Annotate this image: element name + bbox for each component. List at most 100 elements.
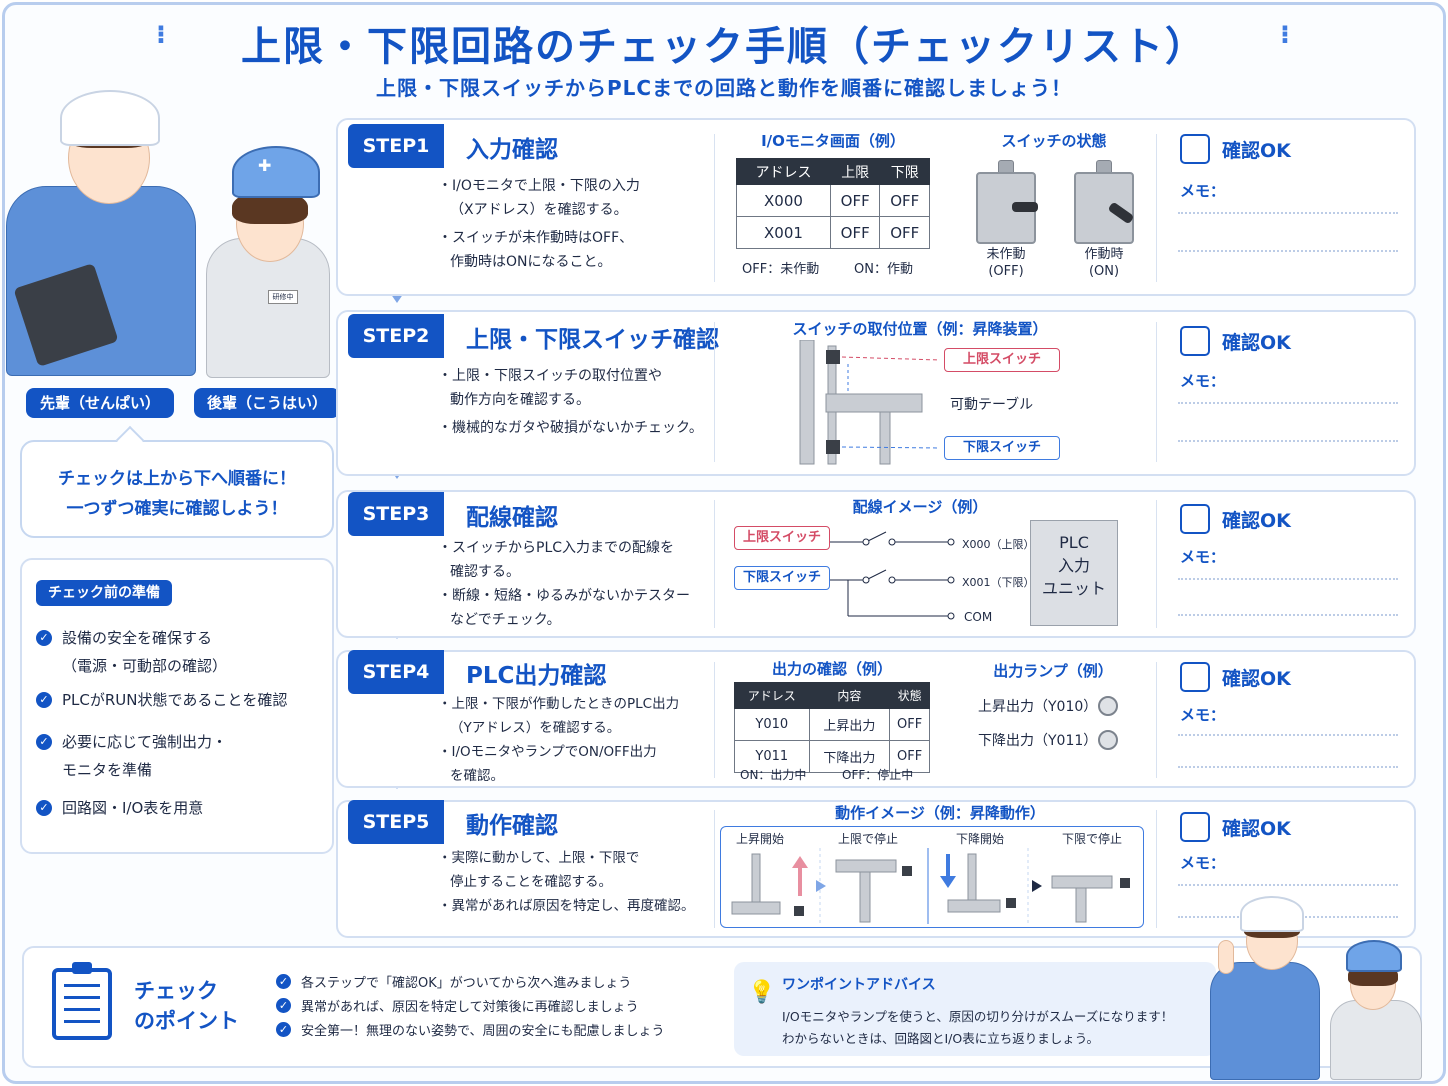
ok-label: 確認OK <box>1222 332 1291 354</box>
memo-line[interactable] <box>1178 734 1398 736</box>
lift-diagram <box>799 340 941 465</box>
step3-badge: STEP3 <box>348 492 444 536</box>
kouhai-label: 後輩（こうはい） <box>194 388 340 418</box>
phase-lift-start <box>731 853 808 916</box>
memo-label: メモ： <box>1180 372 1226 390</box>
divider <box>714 322 715 462</box>
phase-label: 上昇開始 <box>736 832 785 846</box>
prep-item: ✓回路図・I/O表を用意 <box>36 794 203 822</box>
advice-title: ワンポイントアドバイス <box>782 977 936 993</box>
phase-label: 下降開始 <box>956 832 1005 846</box>
step1-ok-checkbox[interactable] <box>1180 134 1210 164</box>
memo-line[interactable] <box>1178 884 1398 886</box>
senpai-label: 先輩（せんぱい） <box>26 388 174 418</box>
lower-switch-label: 下限スイッチ <box>944 436 1060 460</box>
helmet-cross-icon: ✚ <box>258 156 272 175</box>
ok-label: 確認OK <box>1222 510 1291 532</box>
step2-badge: STEP2 <box>348 314 444 358</box>
legend-on: ON：出力中 <box>740 768 807 782</box>
memo-label: メモ： <box>1180 706 1226 724</box>
points-title: チェックのポイント <box>134 979 239 1033</box>
output-check-title: 出力の確認（例） <box>771 660 892 678</box>
operation-image-title: 動作イメージ（例：昇降動作） <box>835 804 1045 822</box>
prep-panel: チェック前の準備 ✓設備の安全を確保する（電源・可動部の確認） ✓PLCがRUN… <box>20 558 334 854</box>
memo-line[interactable] <box>1178 212 1398 214</box>
page-title: 上限・下限回路のチェック手順（チェックリスト） <box>241 24 1207 70</box>
advice-line: わからないときは、回路図とI/O表に立ち返りましょう。 <box>782 1031 1099 1046</box>
divider <box>1156 500 1157 628</box>
step2-ok-checkbox[interactable] <box>1180 326 1210 356</box>
step5-description: ・実際に動かして、上限・下限で停止することを確認する。 ・異常があれば原因を特定… <box>438 850 695 914</box>
step1-description: ・I/Oモニタで上限・下限の入力（Xアドレス）を確認する。 ・スイッチが未作動時… <box>438 178 640 270</box>
name-badge: 研修中 <box>268 290 298 304</box>
lamp-off-icon <box>1098 696 1118 716</box>
step5-ok-checkbox[interactable] <box>1180 812 1210 842</box>
step5-badge: STEP5 <box>348 800 444 844</box>
bubble-line: チェックは上から下へ順番に！ <box>58 469 296 489</box>
wiring-diagram <box>830 531 955 620</box>
step4-description: ・上限・下限が作動したときのPLC出力（Yアドレス）を確認する。 ・I/Oモニタ… <box>438 696 680 784</box>
memo-label: メモ： <box>1180 854 1226 872</box>
wiring-diagram-title: 配線イメージ（例） <box>852 498 988 516</box>
memo-line[interactable] <box>1178 614 1398 616</box>
movable-table-label: 可動テーブル <box>950 397 1034 413</box>
step4-badge: STEP4 <box>348 650 444 694</box>
divider <box>714 134 715 282</box>
prep-item: ✓必要に応じて強制出力・モニタを準備 <box>36 728 227 784</box>
step4-title: PLC出力確認 <box>466 663 607 689</box>
page-subtitle: 上限・下限スイッチからPLCまでの回路と動作を順番に確認しましょう！ <box>375 76 1073 100</box>
point-item: ✓各ステップで「確認OK」がついてから次へ進みましょう <box>276 972 631 991</box>
legend-on: ON：作動 <box>854 262 913 277</box>
check-circle-icon: ✓ <box>276 998 291 1013</box>
step5-title: 動作確認 <box>466 813 558 839</box>
lightbulb-icon: 💡 <box>748 980 776 1005</box>
step4-ok-checkbox[interactable] <box>1180 662 1210 692</box>
upper-switch-label: 上限スイッチ <box>944 348 1060 372</box>
check-circle-icon: ✓ <box>36 800 52 816</box>
divider <box>714 500 715 628</box>
point-item: ✓異常があれば、原因を特定して対策後に再確認しましょう <box>276 996 639 1015</box>
memo-label: メモ： <box>1180 548 1226 566</box>
phase-lower-stop <box>1051 875 1130 923</box>
divider <box>1156 134 1157 282</box>
check-circle-icon: ✓ <box>36 734 52 750</box>
sparkle-icon: ⁝ <box>1280 20 1290 50</box>
lamp-label: 下降出力（Y011） <box>978 733 1098 749</box>
memo-line[interactable] <box>1178 250 1398 252</box>
x000-terminal-label: X000（上限） <box>962 538 1035 551</box>
check-circle-icon: ✓ <box>36 692 52 708</box>
memo-line[interactable] <box>1178 402 1398 404</box>
check-circle-icon: ✓ <box>276 974 291 989</box>
step3-title: 配線確認 <box>466 505 558 531</box>
phase-label: 下限で停止 <box>1062 832 1123 846</box>
prep-item: ✓設備の安全を確保する（電源・可動部の確認） <box>36 624 227 680</box>
upper-switch-label: 上限スイッチ <box>734 526 830 550</box>
switch-on-label: 作動時(ON) <box>1084 247 1124 279</box>
memo-line[interactable] <box>1178 578 1398 580</box>
advice-line: I/Oモニタやランプを使うと、原因の切り分けがスムーズになります！ <box>782 1009 1174 1024</box>
phase-lower-start <box>940 853 1016 913</box>
divider <box>714 662 715 778</box>
lower-switch-label: 下限スイッチ <box>734 566 830 590</box>
ok-label: 確認OK <box>1222 668 1291 690</box>
phase-upper-stop <box>835 859 912 923</box>
phase-label: 上限で停止 <box>838 832 899 846</box>
check-circle-icon: ✓ <box>36 630 52 646</box>
check-circle-icon: ✓ <box>276 1022 291 1037</box>
output-lamp-title: 出力ランプ（例） <box>993 662 1113 680</box>
memo-line[interactable] <box>1178 440 1398 442</box>
legend-off: OFF：未作動 <box>742 262 820 277</box>
mount-diagram-title: スイッチの取付位置（例：昇降装置） <box>792 320 1048 338</box>
memo-line[interactable] <box>1178 766 1398 768</box>
prep-title: チェック前の準備 <box>36 580 172 606</box>
operation-sequence-diagram <box>731 848 1130 924</box>
step3-ok-checkbox[interactable] <box>1180 504 1210 534</box>
step1-title: 入力確認 <box>466 137 558 163</box>
sparkle-icon: ⁝ <box>156 20 166 50</box>
